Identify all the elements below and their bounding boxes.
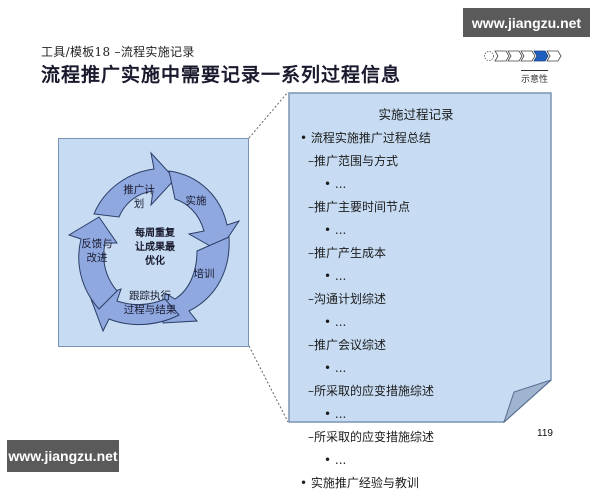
- note-item: • 实施推广经验与教训: [296, 472, 536, 495]
- note-text: 所采取的应变措施综述: [314, 430, 435, 444]
- bullet-icon: •: [300, 131, 308, 145]
- dash-icon: –: [308, 200, 314, 214]
- note-text: ...: [334, 177, 347, 191]
- note-item: –所采取的应变措施综述: [296, 426, 536, 449]
- bullet-icon: •: [324, 269, 332, 283]
- dash-icon: –: [308, 384, 314, 398]
- note-item: • ...: [296, 311, 536, 334]
- cycle-step-4-line-1: 跟踪执行: [129, 290, 171, 302]
- watermark-top: www.jiangzu.net: [463, 8, 590, 37]
- page-number: 119: [537, 428, 553, 439]
- watermark-bottom: www.jiangzu.net: [7, 440, 119, 472]
- dash-icon: –: [308, 292, 314, 306]
- cycle-step-4-line-2: 过程与结果: [123, 304, 177, 316]
- note-text: 推广会议综述: [314, 338, 387, 352]
- slide-subtitle: 工具/模板18 –流程实施记录: [41, 45, 195, 59]
- note-item: • ...: [296, 449, 536, 472]
- note-item: • 流程实施推广过程总结: [296, 127, 536, 150]
- note-text: 推广范围与方式: [314, 154, 399, 168]
- note-item: –推广会议综述: [296, 334, 536, 357]
- bullet-icon: •: [324, 361, 332, 375]
- dash-icon: –: [308, 430, 314, 444]
- cycle-step-1: 推广计 划: [119, 183, 159, 211]
- cycle-step-5-line-2: 改进: [86, 252, 108, 264]
- note-text: ...: [334, 269, 347, 283]
- cycle-step-5-line-1: 反馈与: [81, 238, 113, 250]
- cycle-center-line-3: 优化: [145, 256, 165, 267]
- bullet-icon: •: [324, 315, 332, 329]
- note-text: ...: [334, 361, 347, 375]
- cycle-step-3-line-1: 培训: [193, 268, 215, 280]
- note-item: –所采取的应变措施综述: [296, 380, 536, 403]
- notes-content: 实施过程记录 • 流程实施推广过程总结 –推广范围与方式 • ... –推广主要…: [296, 104, 536, 495]
- cycle-step-1-line-1: 推广计: [123, 184, 155, 196]
- cycle-step-1-line-2: 划: [133, 198, 145, 210]
- cycle-step-5: 反馈与 改进: [77, 237, 117, 265]
- note-item: –推广产生成本: [296, 242, 536, 265]
- note-text: ...: [334, 407, 347, 421]
- note-item: –推广主要时间节点: [296, 196, 536, 219]
- note-text: ...: [334, 453, 347, 467]
- dash-icon: –: [308, 246, 314, 260]
- note-item: –沟通计划综述: [296, 288, 536, 311]
- note-text: ...: [334, 315, 347, 329]
- note-text: 实施推广经验与教训: [310, 476, 419, 490]
- bullet-icon: •: [324, 177, 332, 191]
- bullet-icon: •: [300, 476, 308, 490]
- cycle-step-4: 跟踪执行 过程与结果: [117, 289, 183, 317]
- note-item: • ...: [296, 219, 536, 242]
- cycle-arrows: [67, 151, 241, 333]
- note-item: • ...: [296, 357, 536, 380]
- legend-label: 示意性: [521, 70, 549, 85]
- note-item: • ...: [296, 265, 536, 288]
- note-text: 沟通计划综述: [314, 292, 387, 306]
- note-text: 推广产生成本: [314, 246, 387, 260]
- slide-title: 流程推广实施中需要记录一系列过程信息: [41, 64, 402, 86]
- notes-title: 实施过程记录: [378, 107, 454, 122]
- note-text: 推广主要时间节点: [314, 200, 411, 214]
- note-text: 流程实施推广过程总结: [310, 131, 431, 145]
- cycle-diagram-panel: 推广计 划 实施 培训 跟踪执行 过程与结果 反馈与 改进 每周重复 让成果最 …: [58, 138, 249, 347]
- note-item: • ...: [296, 403, 536, 426]
- cycle-step-2-line-1: 实施: [185, 195, 207, 207]
- cycle-step-2: 实施: [181, 194, 211, 208]
- cycle-center-line-1: 每周重复: [135, 228, 175, 239]
- notes-card: [288, 92, 552, 423]
- bullet-icon: •: [324, 407, 332, 421]
- progress-indicator: [484, 48, 564, 62]
- dash-icon: –: [308, 338, 314, 352]
- cycle-step-3: 培训: [189, 267, 219, 281]
- note-item: • ...: [296, 173, 536, 196]
- cycle-center-line-2: 让成果最: [135, 242, 175, 253]
- cycle-center: 每周重复 让成果最 优化: [127, 227, 183, 269]
- dash-icon: –: [308, 154, 314, 168]
- note-item: –推广范围与方式: [296, 150, 536, 173]
- note-text: 所采取的应变措施综述: [314, 384, 435, 398]
- bullet-icon: •: [324, 453, 332, 467]
- bullet-icon: •: [324, 223, 332, 237]
- note-text: ...: [334, 223, 347, 237]
